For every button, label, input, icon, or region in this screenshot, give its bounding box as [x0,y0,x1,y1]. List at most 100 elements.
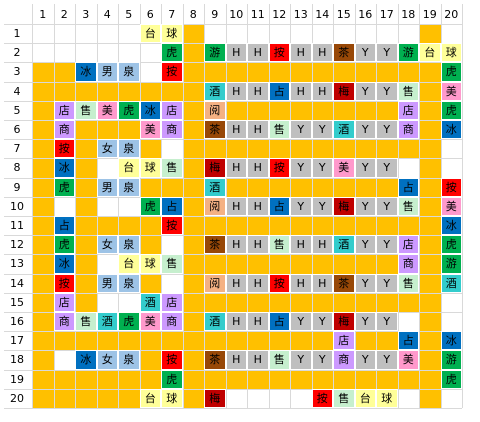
map-cell[interactable]: 店 [53,292,75,312]
map-cell[interactable]: 商 [333,350,355,370]
map-cell[interactable]: 泉 [118,139,140,159]
map-cell[interactable]: 冰 [440,216,462,236]
row-header[interactable]: 15 [10,295,24,309]
map-cell[interactable]: 店 [333,331,355,351]
map-cell[interactable]: Y [354,158,376,178]
map-cell[interactable]: Y [290,158,312,178]
map-cell[interactable]: 梅 [333,196,355,216]
row-header[interactable]: 5 [13,103,21,117]
map-cell[interactable]: 冰 [53,254,75,274]
map-cell[interactable]: 虎 [161,369,183,389]
map-cell[interactable]: 虎 [440,369,462,389]
column-header[interactable]: 15 [336,7,351,21]
map-cell[interactable]: H [225,158,247,178]
column-header[interactable]: 6 [146,7,154,21]
map-cell[interactable]: 球 [376,388,398,408]
map-cell[interactable]: 按 [161,216,183,236]
map-cell[interactable]: Y [354,350,376,370]
map-cell[interactable]: 台 [139,24,161,44]
map-cell[interactable]: 售 [333,388,355,408]
map-cell[interactable]: 虎 [440,235,462,255]
column-header[interactable]: 1 [39,7,47,21]
map-cell[interactable]: Y [376,196,398,216]
map-cell[interactable]: Y [311,158,333,178]
map-cell[interactable]: 女 [96,139,118,159]
column-header[interactable]: 13 [293,7,308,21]
row-header[interactable]: 6 [13,123,21,137]
map-cell[interactable]: 按 [53,273,75,293]
map-cell[interactable]: 阅 [204,196,226,216]
map-cell[interactable]: 按 [268,273,290,293]
map-cell[interactable]: 梅 [333,312,355,332]
map-cell[interactable]: 按 [161,62,183,82]
map-cell[interactable]: 球 [161,388,183,408]
map-cell[interactable]: 售 [397,81,419,101]
map-cell[interactable]: H [247,81,269,101]
map-cell[interactable]: 泉 [118,350,140,370]
map-cell[interactable]: 梅 [333,81,355,101]
map-cell[interactable]: 虎 [440,100,462,120]
map-cell[interactable]: 泉 [118,273,140,293]
row-header[interactable]: 18 [10,353,24,367]
map-cell[interactable]: H [225,120,247,140]
map-cell[interactable]: 游 [204,43,226,63]
map-cell[interactable]: Y [311,312,333,332]
map-cell[interactable]: 酒 [333,120,355,140]
row-header[interactable]: 17 [10,334,24,348]
map-cell[interactable]: H [247,273,269,293]
map-cell[interactable]: Y [290,196,312,216]
map-cell[interactable]: H [225,350,247,370]
map-cell[interactable]: 按 [311,388,333,408]
row-header[interactable]: 9 [13,180,21,194]
map-cell[interactable]: H [247,120,269,140]
map-cell[interactable]: H [225,235,247,255]
map-cell[interactable]: 售 [161,254,183,274]
map-cell[interactable]: 酒 [139,292,161,312]
map-cell[interactable]: 店 [397,100,419,120]
map-cell[interactable]: 虎 [440,62,462,82]
map-cell[interactable]: 按 [53,139,75,159]
map-cell[interactable]: 阅 [204,273,226,293]
map-cell[interactable]: 冰 [440,331,462,351]
map-cell[interactable]: 球 [139,158,161,178]
map-cell[interactable]: 台 [139,388,161,408]
map-cell[interactable]: 占 [268,81,290,101]
map-cell[interactable]: 冰 [53,158,75,178]
column-header[interactable]: 14 [315,7,330,21]
column-header[interactable]: 16 [358,7,373,21]
map-cell[interactable]: 冰 [75,62,97,82]
map-cell[interactable]: Y [354,43,376,63]
column-header[interactable]: 11 [250,7,265,21]
map-cell[interactable]: 商 [53,312,75,332]
map-cell[interactable]: Y [311,196,333,216]
map-cell[interactable]: Y [311,350,333,370]
map-cell[interactable]: H [311,273,333,293]
map-cell[interactable]: 占 [397,331,419,351]
map-cell[interactable]: H [311,235,333,255]
map-cell[interactable]: 泉 [118,235,140,255]
map-cell[interactable]: 按 [440,177,462,197]
map-cell[interactable]: H [247,235,269,255]
map-cell[interactable]: 美 [96,100,118,120]
column-header[interactable]: 7 [168,7,176,21]
column-header[interactable]: 12 [272,7,287,21]
row-header[interactable]: 12 [10,238,24,252]
map-cell[interactable]: 茶 [204,350,226,370]
map-cell[interactable]: 酒 [96,312,118,332]
map-cell[interactable]: 虎 [118,100,140,120]
map-cell[interactable]: 女 [96,350,118,370]
map-cell[interactable]: 售 [75,100,97,120]
row-header[interactable]: 13 [10,257,24,271]
map-cell[interactable]: Y [376,235,398,255]
map-cell[interactable]: 虎 [139,196,161,216]
map-cell[interactable]: 酒 [204,312,226,332]
map-cell[interactable]: 游 [397,43,419,63]
map-cell[interactable]: 美 [440,81,462,101]
map-cell[interactable]: 台 [419,43,441,63]
column-header[interactable]: 8 [189,7,197,21]
column-header[interactable]: 17 [379,7,394,21]
map-cell[interactable]: 台 [354,388,376,408]
row-header[interactable]: 4 [13,84,21,98]
map-cell[interactable]: H [247,196,269,216]
map-cell[interactable]: 美 [440,196,462,216]
